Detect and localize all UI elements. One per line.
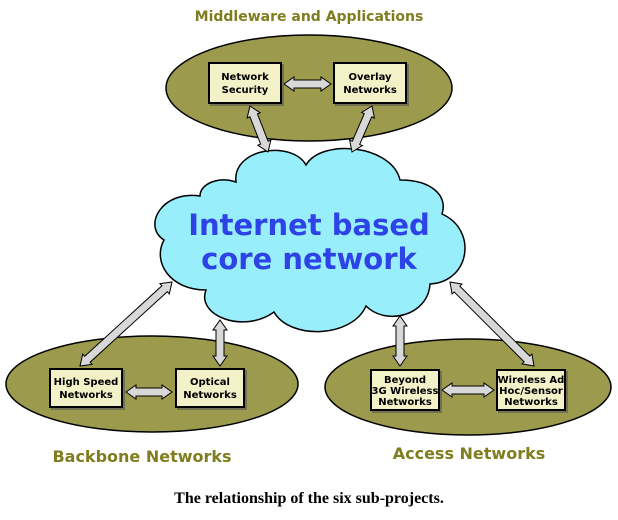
- arrow-highspeed-optical: [125, 384, 173, 400]
- network-security-line1: Network: [221, 72, 269, 83]
- overlay-networks-line2: Networks: [343, 85, 397, 96]
- arrow-overlay-core: [348, 105, 376, 153]
- high-speed-line2: Networks: [59, 390, 113, 401]
- core-network-cloud: Internet based core network: [154, 147, 466, 333]
- backbone-title: Backbone Networks: [52, 447, 231, 466]
- wireless-adhoc-box: Wireless Ad Hoc/Sensor Networks: [496, 369, 566, 411]
- arrow-wireless-core: [449, 281, 535, 367]
- arrow-highspeed-core: [79, 281, 173, 367]
- wireless-adhoc-line2: Hoc/Sensor: [499, 386, 563, 397]
- high-speed-networks-box: High Speed Networks: [49, 368, 123, 408]
- overlay-networks-box: Overlay Networks: [333, 62, 407, 104]
- access-title: Access Networks: [393, 444, 546, 463]
- arrow-beyond3g-wireless: [441, 382, 495, 398]
- arrow-security-overlay: [283, 76, 332, 92]
- overlay-networks-line1: Overlay: [348, 72, 392, 83]
- arrow-optical-core: [212, 319, 228, 367]
- beyond-3g-line1: Beyond: [384, 375, 426, 386]
- network-security-line2: Security: [222, 85, 269, 96]
- beyond-3g-line3: Networks: [378, 397, 432, 408]
- wireless-adhoc-line1: Wireless Ad: [498, 375, 565, 386]
- optical-line1: Optical: [190, 377, 230, 388]
- beyond-3g-line2: 3G Wireless: [372, 386, 439, 397]
- connector-arrows: [79, 76, 535, 400]
- optical-networks-box: Optical Networks: [175, 368, 245, 408]
- arrow-security-core: [246, 105, 272, 153]
- arrow-beyond3g-core: [392, 315, 408, 367]
- network-security-box: Network Security: [208, 62, 282, 104]
- wireless-adhoc-line3: Networks: [504, 397, 558, 408]
- core-title-line1: Internet based: [188, 208, 430, 242]
- core-title-line2: core network: [201, 242, 417, 276]
- high-speed-line1: High Speed: [54, 377, 119, 388]
- beyond-3g-box: Beyond 3G Wireless Networks: [370, 369, 440, 411]
- optical-line2: Networks: [183, 390, 237, 401]
- middleware-title: Middleware and Applications: [195, 9, 424, 25]
- figure-caption: The relationship of the six sub-projects…: [174, 490, 444, 507]
